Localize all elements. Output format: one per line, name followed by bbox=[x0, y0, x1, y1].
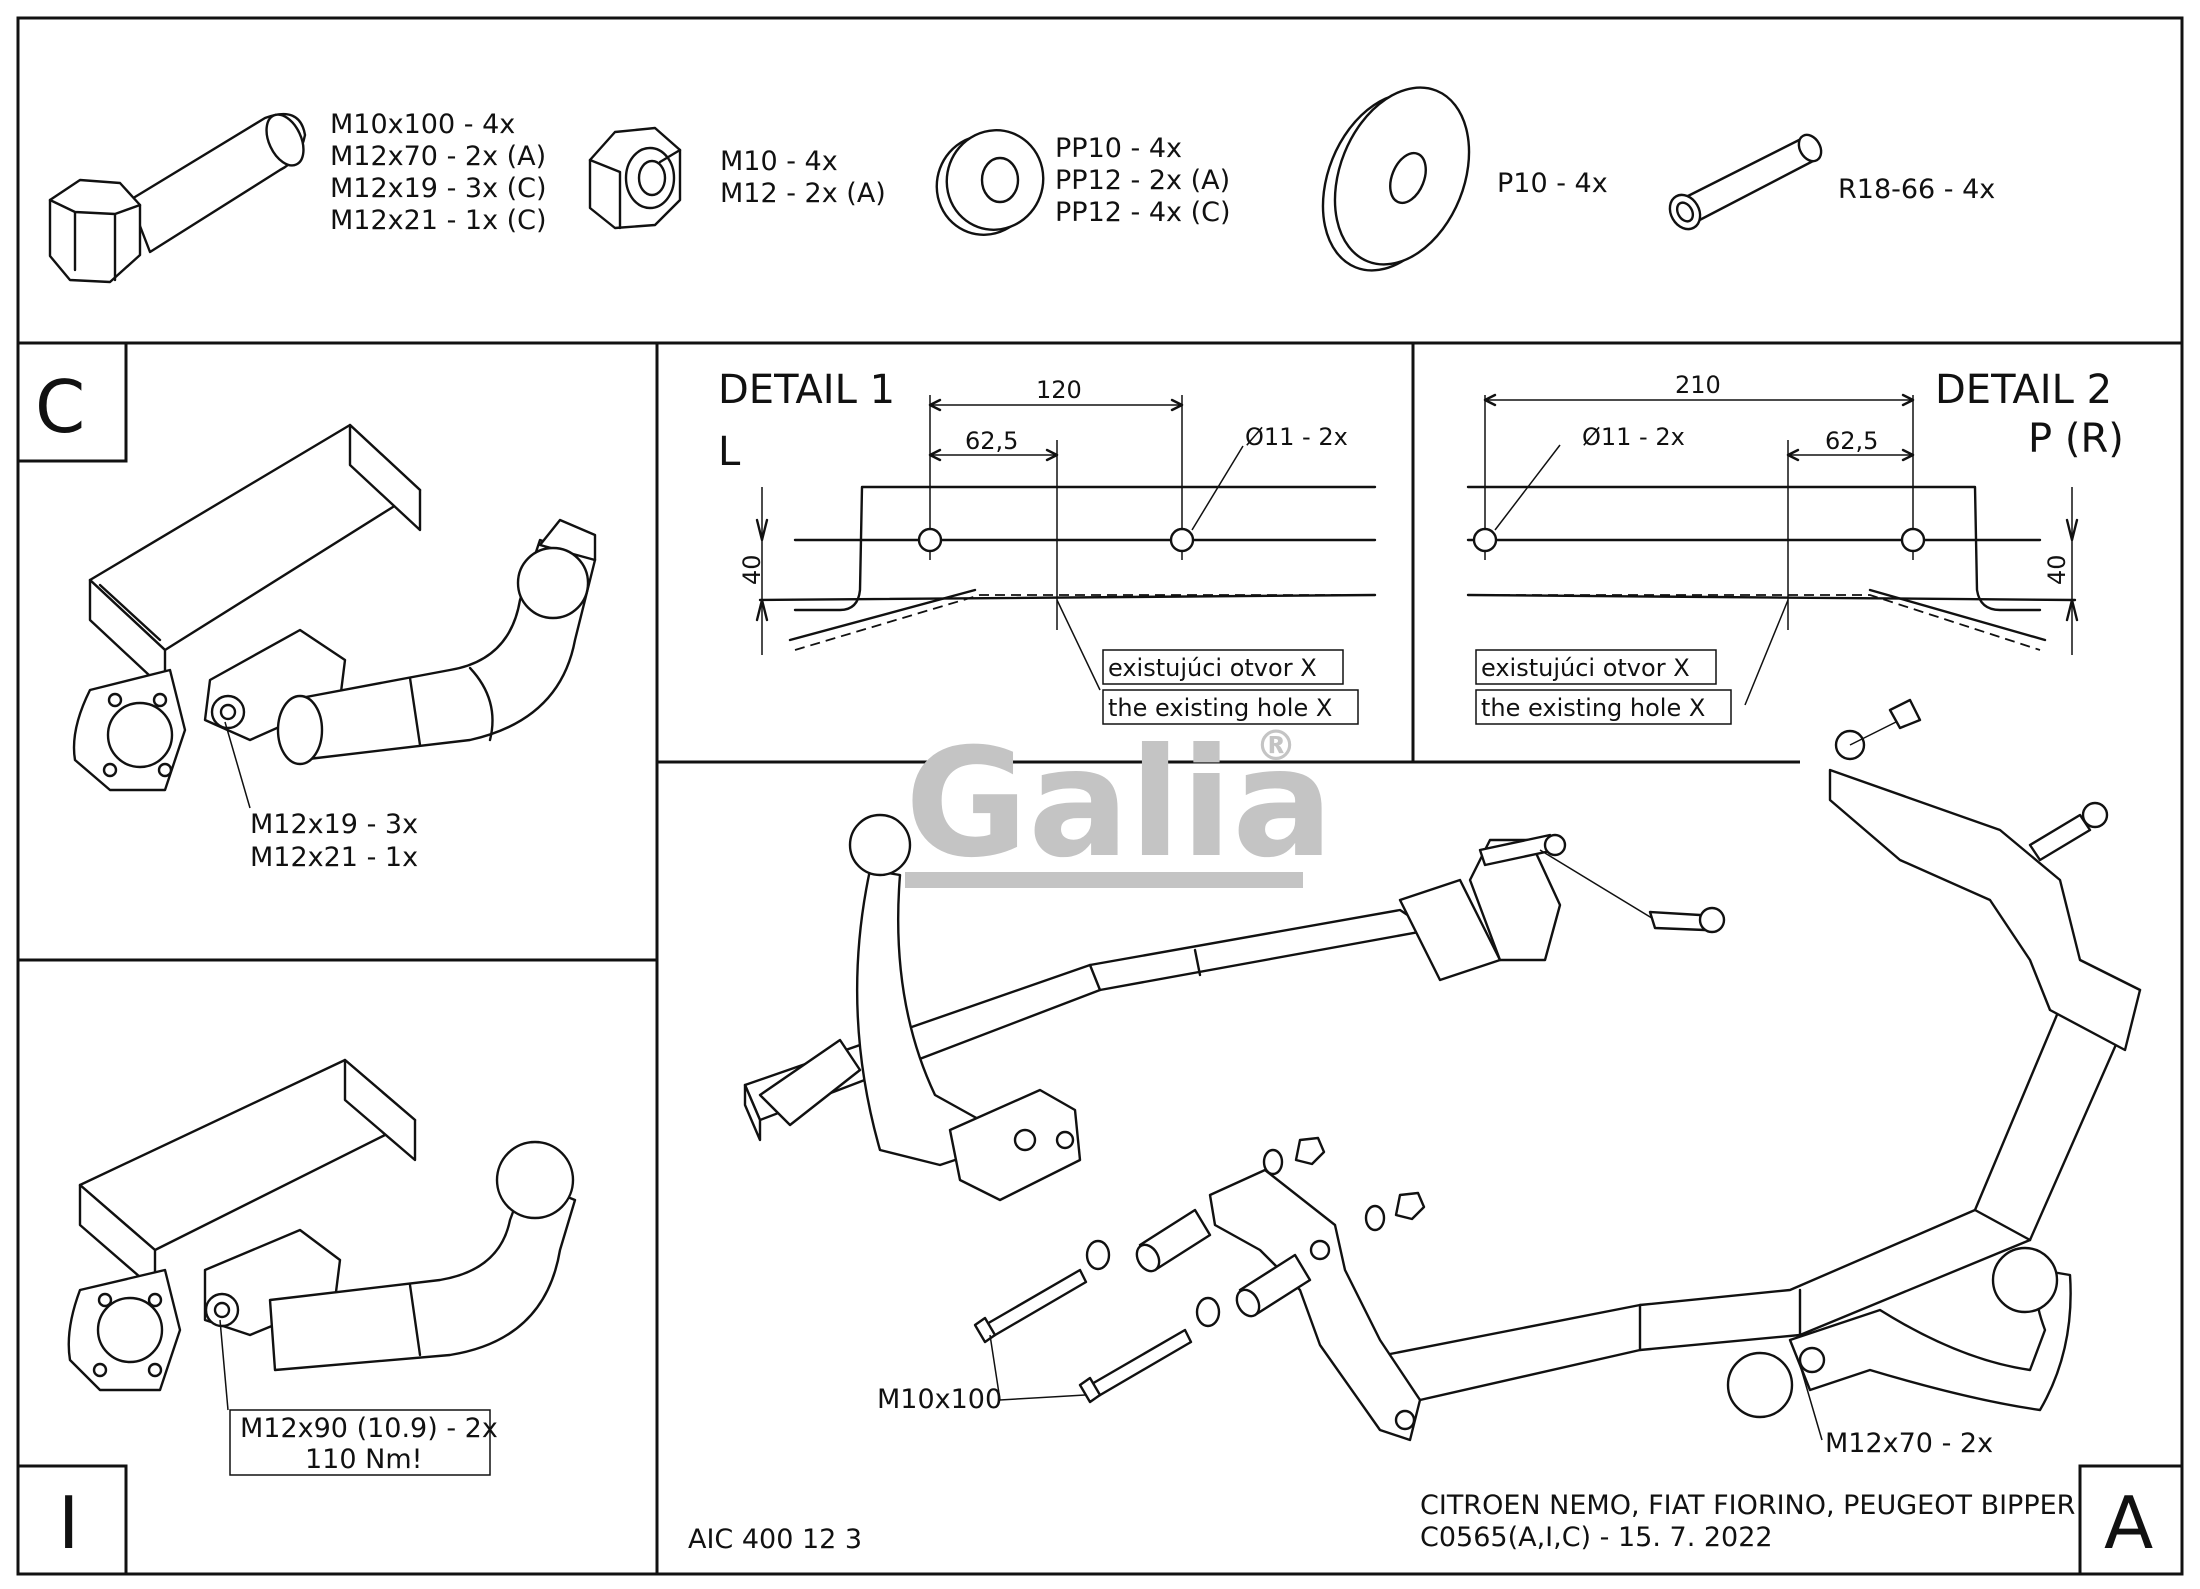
panel-i-bolt-label-1: M12x90 (10.9) - 2x bbox=[240, 1413, 498, 1444]
panel-i-label-box bbox=[229, 1409, 491, 1476]
watermark-brand: Galia bbox=[905, 717, 1333, 891]
panel-i-letter: I bbox=[58, 1481, 79, 1565]
drawing-version: C0565(A,I,C) - 15. 7. 2022 bbox=[1420, 1522, 1773, 1553]
large-washer-icon bbox=[1321, 86, 1471, 272]
detail-1-dim-height: 40 bbox=[738, 554, 766, 585]
detail-1-note-sk: existujúci otvor X bbox=[1108, 654, 1317, 682]
parts-list: M10x100 - 4x M12x70 - 2x (A) M12x19 - 3x… bbox=[48, 86, 1995, 284]
detail-2-dim-height: 40 bbox=[2043, 554, 2071, 585]
detail-2-side: P (R) bbox=[2028, 416, 2124, 462]
detail-1-hole-label: Ø11 - 2x bbox=[1245, 423, 1348, 451]
detail-1: DETAIL 1 L 120 62,5 40 Ø11 - 2x existujú… bbox=[718, 367, 1377, 725]
hex-bolt-icon bbox=[48, 112, 307, 284]
panel-a-letter: A bbox=[2104, 1481, 2153, 1565]
panel-c: C M12x19 - bbox=[16, 341, 597, 873]
bolt-label-3: M12x19 - 3x (C) bbox=[330, 173, 547, 204]
detail-2-note-en: the existing hole X bbox=[1481, 694, 1705, 722]
detail-2-title: DETAIL 2 bbox=[1935, 367, 2112, 413]
panel-c-bolt-label-2: M12x21 - 1x bbox=[250, 842, 418, 873]
bolt-label-2: M12x70 - 2x (A) bbox=[330, 141, 546, 172]
vehicle-list: CITROEN NEMO, FIAT FIORINO, PEUGEOT BIPP… bbox=[1420, 1490, 2075, 1521]
panel-i: I M12x90 (10.9) - 2x 110 Nm! bbox=[16, 1058, 577, 1576]
nut-label-1: M10 - 4x bbox=[720, 146, 838, 177]
detail-2-note-sk: existujúci otvor X bbox=[1481, 654, 1690, 682]
small-washer-label-3: PP12 - 4x (C) bbox=[1055, 197, 1231, 228]
bolt-label-4: M12x21 - 1x (C) bbox=[330, 205, 547, 236]
panel-c-bolt-label-1: M12x19 - 3x bbox=[250, 809, 418, 840]
bolt-label-1: M10x100 - 4x bbox=[330, 109, 515, 140]
small-washer-label-1: PP10 - 4x bbox=[1055, 133, 1182, 164]
detail-2: DETAIL 2 P (R) 210 62,5 40 Ø11 - 2x exis… bbox=[1466, 367, 2124, 725]
spacer-label: R18-66 - 4x bbox=[1838, 174, 1995, 205]
small-washer-label-2: PP12 - 2x (A) bbox=[1055, 165, 1230, 196]
detail-1-title: DETAIL 1 bbox=[718, 367, 895, 413]
panel-c-letter: C bbox=[35, 365, 85, 449]
panel-i-bolt-label-2: 110 Nm! bbox=[305, 1444, 422, 1475]
detail-2-dim-partial: 62,5 bbox=[1825, 427, 1878, 455]
nut-label-2: M12 - 2x (A) bbox=[720, 178, 886, 209]
detail-2-hole-label: Ø11 - 2x bbox=[1582, 423, 1685, 451]
spacer-tube-icon bbox=[1668, 133, 1823, 231]
main-label-m12: M12x70 - 2x bbox=[1825, 1428, 1993, 1459]
small-washer-icon bbox=[935, 129, 1045, 236]
main-label-m10: M10x100 bbox=[877, 1384, 1002, 1415]
detail-2-dim-total: 210 bbox=[1675, 371, 1721, 399]
detail-1-side: L bbox=[718, 429, 741, 475]
galia-watermark: Galia ® bbox=[905, 717, 1333, 891]
main-assembly bbox=[743, 698, 2142, 1442]
detail-1-dim-total: 120 bbox=[1036, 376, 1082, 404]
towbar-detachable-view bbox=[72, 423, 597, 809]
large-washer-label: P10 - 4x bbox=[1497, 168, 1608, 199]
panel-frame bbox=[16, 16, 2184, 1576]
detail-1-note-en: the existing hole X bbox=[1108, 694, 1332, 722]
drawing-code: AIC 400 12 3 bbox=[688, 1524, 862, 1555]
towbar-fixed-view bbox=[67, 1058, 577, 1411]
watermark-registered: ® bbox=[1255, 721, 1297, 770]
detail-1-dim-partial: 62,5 bbox=[965, 427, 1018, 455]
hex-nut-icon bbox=[588, 126, 682, 230]
